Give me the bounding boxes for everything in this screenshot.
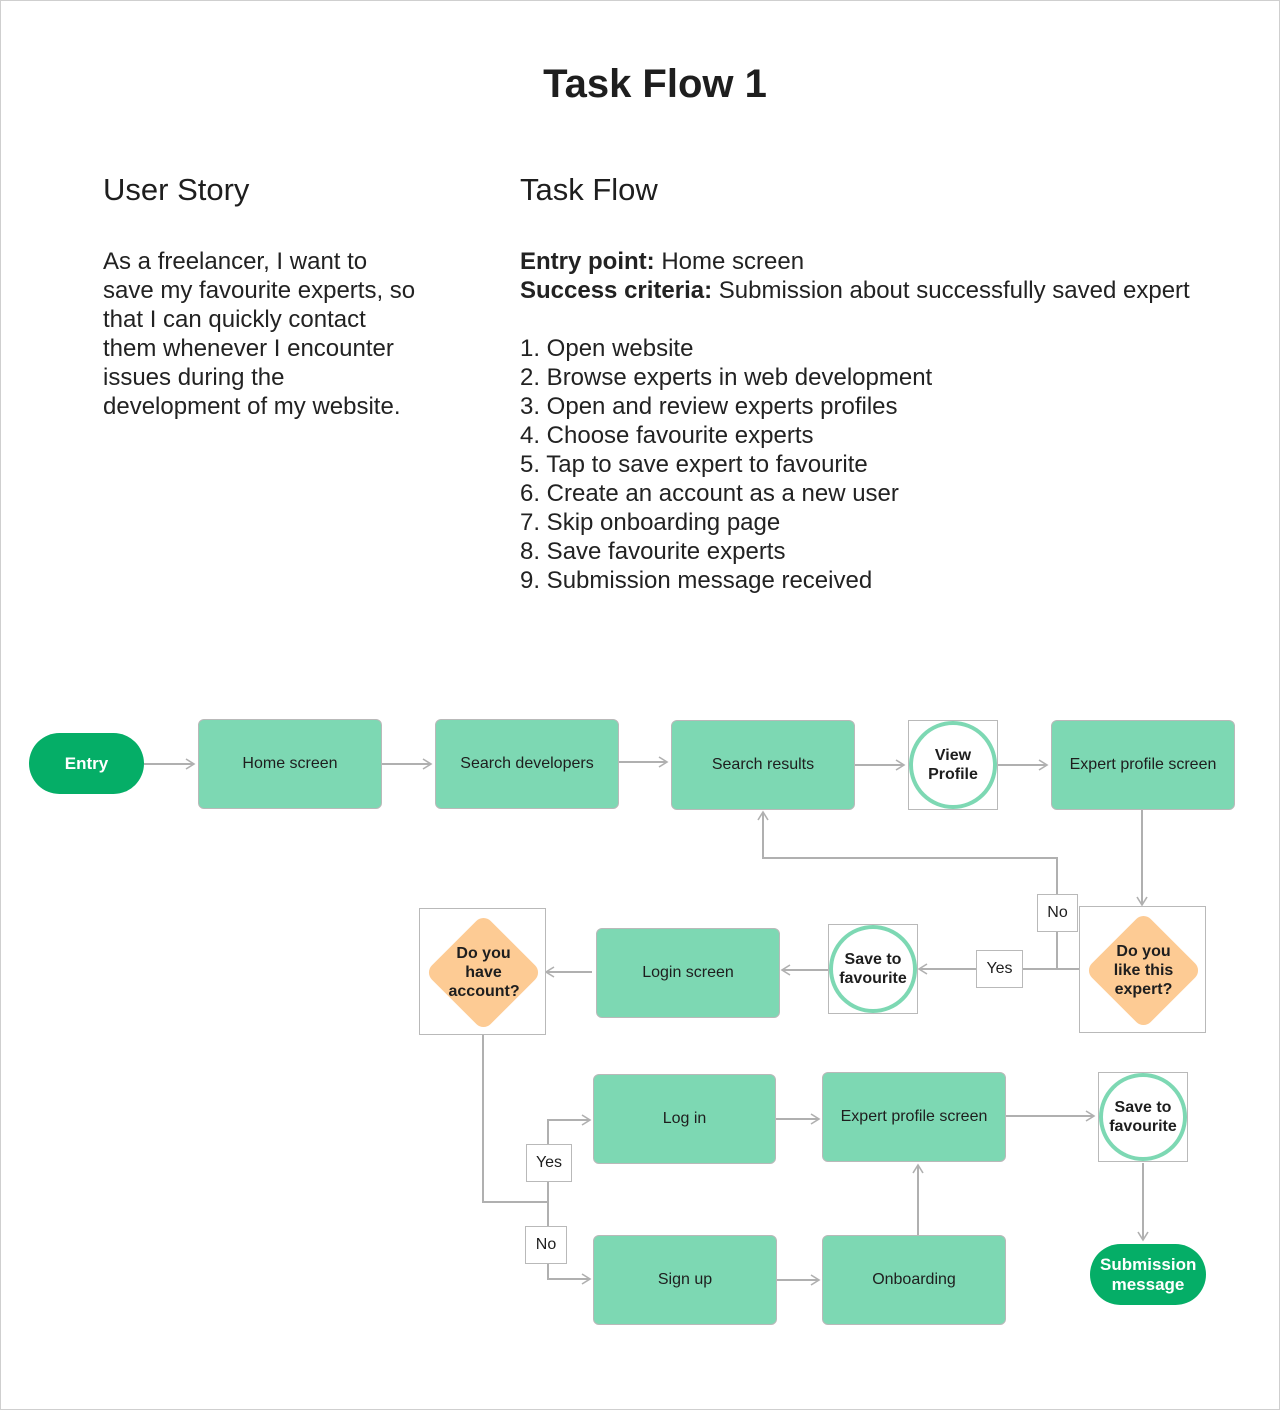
log-in-node[interactable]: Log in: [593, 1074, 776, 1164]
have-account-decision[interactable]: Do you have account?: [419, 908, 546, 1035]
search-developers-label: Search developers: [460, 755, 594, 772]
view-profile-node[interactable]: View Profile: [908, 720, 998, 810]
view-profile-label: View Profile: [928, 747, 978, 783]
success-criteria-value: Submission about successfully saved expe…: [712, 277, 1190, 304]
like-yes-label: Yes: [976, 950, 1023, 988]
expert-profile-label-1: Expert profile screen: [1069, 756, 1217, 773]
success-criteria: Success criteria: Submission about succe…: [520, 276, 1190, 305]
expert-profile-node-1[interactable]: Expert profile screen: [1051, 720, 1235, 810]
log-in-label: Log in: [662, 1110, 707, 1127]
entry-point-value: Home screen: [654, 248, 805, 275]
expert-profile-label-2: Expert profile screen: [840, 1108, 988, 1125]
account-yes-label: Yes: [526, 1144, 572, 1182]
task-step: 8. Save favourite experts: [520, 538, 786, 565]
task-steps-list: 1. Open website 2. Browse experts in web…: [520, 334, 932, 595]
save-favourite-node-2[interactable]: Save to favourite: [1098, 1072, 1188, 1162]
have-account-label-wrap: Do you have account?: [420, 909, 547, 1036]
user-story-text: As a freelancer, I want to save my favou…: [103, 248, 416, 420]
home-screen-node[interactable]: Home screen: [198, 719, 382, 809]
view-profile-circle: View Profile: [909, 721, 997, 809]
home-screen-label: Home screen: [242, 755, 338, 772]
task-flow-meta: Entry point: Home screen Success criteri…: [520, 247, 1190, 305]
onboarding-label: Onboarding: [872, 1271, 956, 1288]
entry-terminal[interactable]: Entry: [29, 733, 144, 794]
search-results-node[interactable]: Search results: [671, 720, 855, 810]
task-step: 6. Create an account as a new user: [520, 480, 899, 507]
sign-up-node[interactable]: Sign up: [593, 1235, 777, 1325]
login-screen-node[interactable]: Login screen: [596, 928, 780, 1018]
page-title: Task Flow 1: [543, 62, 767, 106]
save-favourite-circle-2: Save to favourite: [1099, 1073, 1187, 1161]
task-step: 2. Browse experts in web development: [520, 364, 933, 391]
task-step: 7. Skip onboarding page: [520, 509, 781, 536]
entry-label: Entry: [64, 753, 109, 773]
login-screen-label: Login screen: [642, 964, 734, 981]
entry-point-label: Entry point:: [520, 248, 655, 275]
submission-terminal[interactable]: Submission message: [1090, 1244, 1206, 1305]
save-favourite-circle-1: Save to favourite: [829, 925, 917, 1013]
task-step: 5. Tap to save expert to favourite: [520, 451, 868, 478]
account-no-label: No: [525, 1226, 567, 1264]
task-step: 3. Open and review experts profiles: [520, 393, 898, 420]
expert-profile-node-2[interactable]: Expert profile screen: [822, 1072, 1006, 1162]
search-developers-node[interactable]: Search developers: [435, 719, 619, 809]
onboarding-node[interactable]: Onboarding: [822, 1235, 1006, 1325]
have-account-label: Do you have account?: [448, 945, 520, 1000]
save-favourite-label-2: Save to favourite: [1109, 1099, 1177, 1135]
success-criteria-label: Success criteria:: [520, 277, 713, 304]
task-flow-heading: Task Flow: [520, 172, 658, 207]
task-step: 4. Choose favourite experts: [520, 422, 814, 449]
like-expert-label: Do you like this expert?: [1113, 943, 1174, 998]
search-results-label: Search results: [711, 756, 815, 773]
submission-label: Submission message: [1100, 1254, 1197, 1294]
task-step: 9. Submission message received: [520, 567, 873, 594]
save-favourite-label-1: Save to favourite: [839, 951, 907, 987]
save-favourite-node-1[interactable]: Save to favourite: [828, 924, 918, 1014]
like-expert-decision[interactable]: Do you like this expert?: [1079, 906, 1206, 1033]
entry-point: Entry point: Home screen: [520, 247, 1190, 276]
like-expert-label-wrap: Do you like this expert?: [1080, 907, 1207, 1034]
task-step: 1. Open website: [520, 335, 694, 362]
user-story-heading: User Story: [103, 172, 250, 207]
sign-up-label: Sign up: [657, 1271, 713, 1288]
like-no-label: No: [1037, 894, 1078, 932]
edge-account-branch: [482, 1034, 548, 1203]
